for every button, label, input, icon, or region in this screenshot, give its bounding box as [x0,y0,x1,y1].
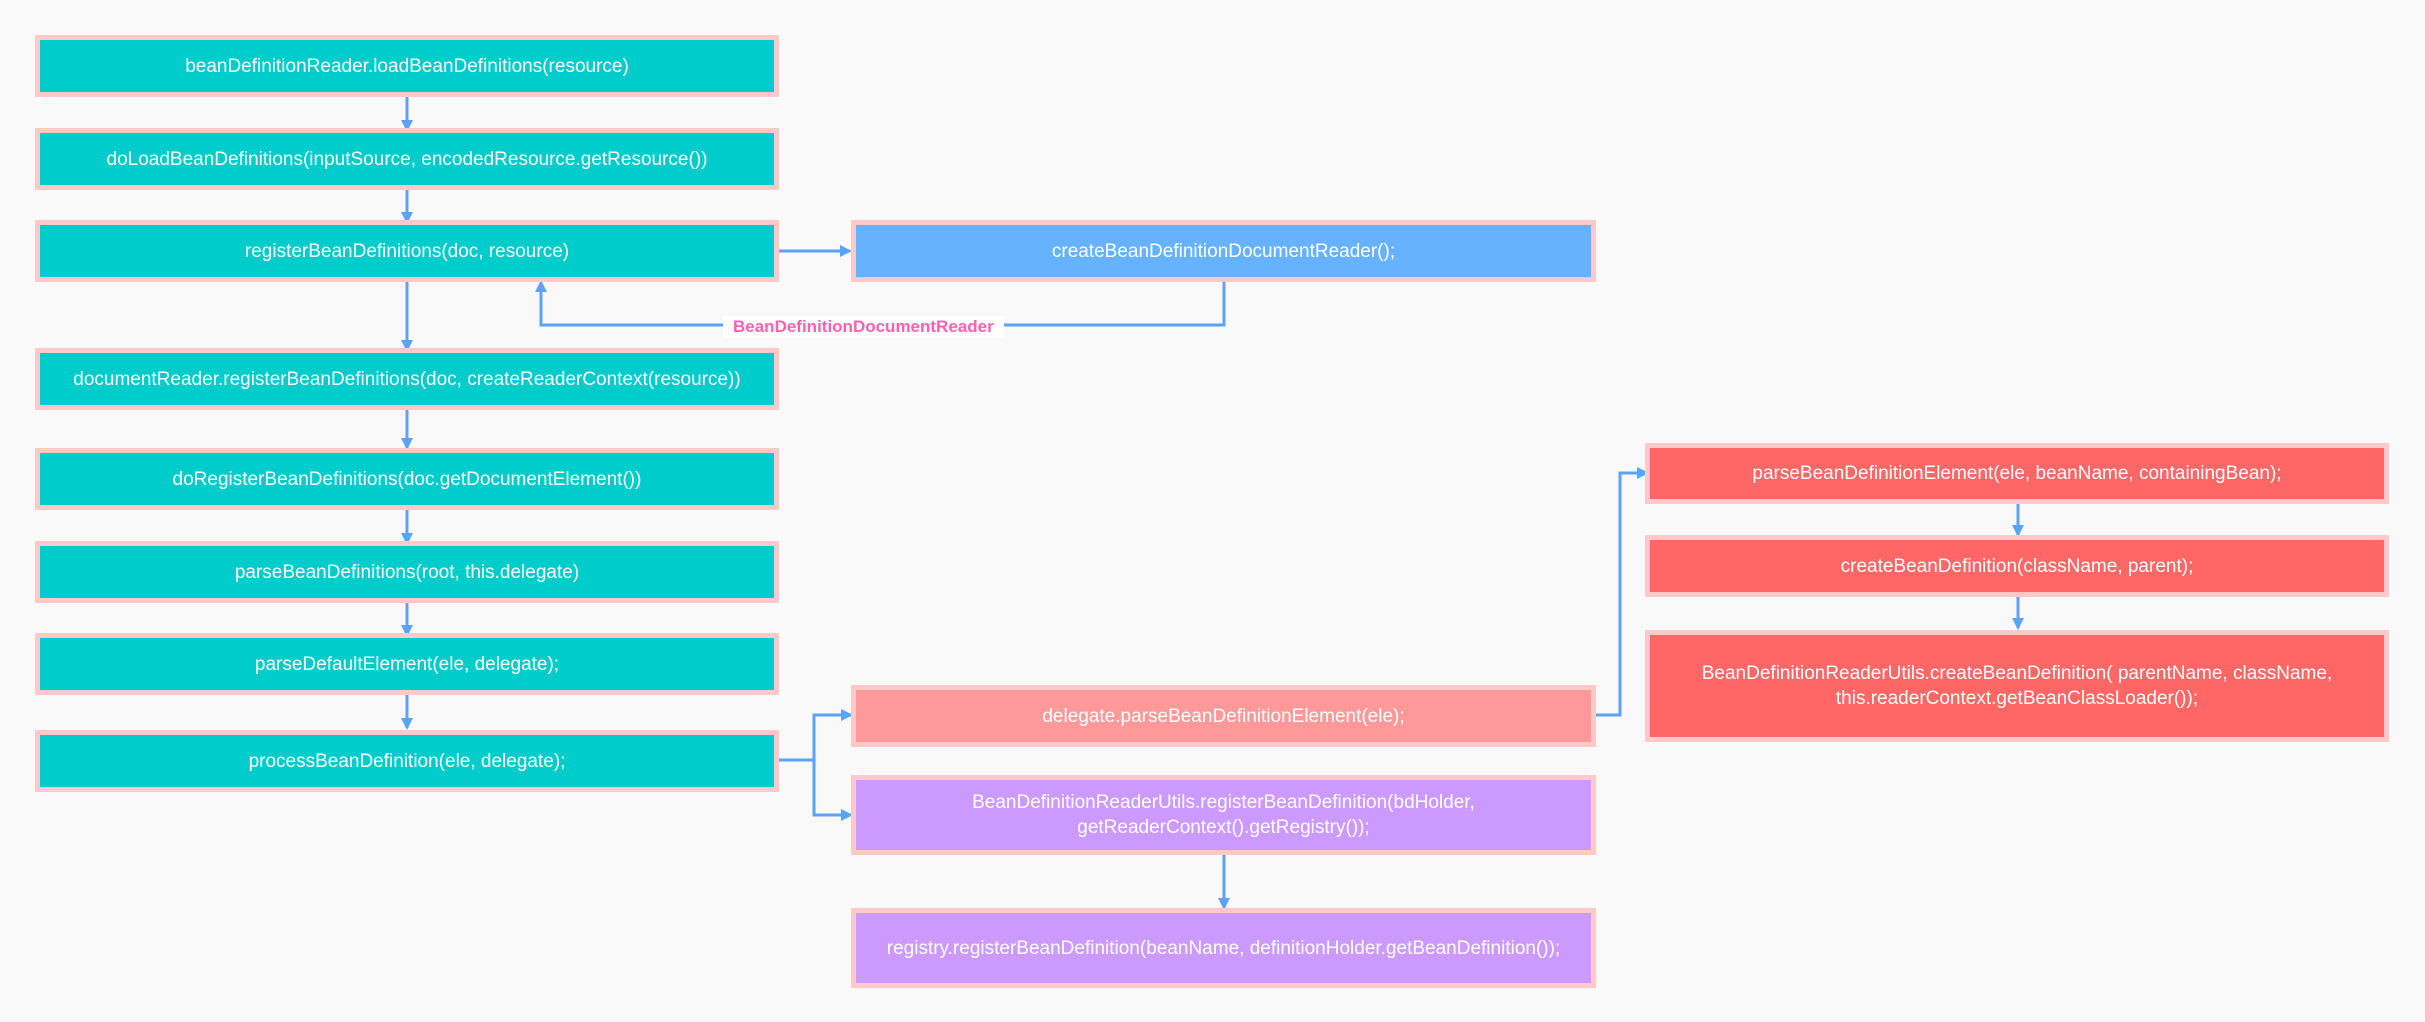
node-parse-default-element[interactable]: parseDefaultElement(ele, delegate); [35,633,779,695]
node-create-bean-definition[interactable]: createBeanDefinition(className, parent); [1645,535,2389,597]
node-process-bean-definition[interactable]: processBeanDefinition(ele, delegate); [35,730,779,792]
node-do-register-bean-definitions[interactable]: doRegisterBeanDefinitions(doc.getDocumen… [35,448,779,510]
node-register-bean-definitions[interactable]: registerBeanDefinitions(doc, resource) [35,220,779,282]
node-text: registerBeanDefinitions(doc, resource) [244,240,570,262]
node-text: delegate.parseBeanDefinitionElement(ele)… [1042,705,1405,727]
node-text: BeanDefinitionReaderUtils.createBeanDefi… [1701,663,2333,709]
node-text: registry.registerBeanDefinition(beanName… [886,937,1561,959]
node-parse-bean-definitions[interactable]: parseBeanDefinitions(root, this.delegate… [35,541,779,603]
node-text: documentReader.registerBeanDefinitions(d… [73,368,741,390]
node-text: beanDefinitionReader.loadBeanDefinitions… [185,55,629,77]
edge-delegateparse-to-parseelement [1594,467,1649,717]
node-delegate-parse-element[interactable]: delegate.parseBeanDefinitionElement(ele)… [851,685,1596,747]
node-text: doRegisterBeanDefinitions(doc.getDocumen… [172,468,642,490]
edge-label-document-reader: BeanDefinitionDocumentReader [723,316,1004,338]
node-text: parseBeanDefinitionElement(ele, beanName… [1752,463,2282,484]
node-text: BeanDefinitionReaderUtils.registerBeanDe… [972,792,1475,838]
node-load-bean-definitions[interactable]: beanDefinitionReader.loadBeanDefinitions… [35,35,779,97]
node-utils-register-bean-definition[interactable]: BeanDefinitionReaderUtils.registerBeanDe… [851,775,1596,855]
node-document-reader-register[interactable]: documentReader.registerBeanDefinitions(d… [35,348,779,410]
node-utils-create-bean-definition[interactable]: BeanDefinitionReaderUtils.createBeanDefi… [1645,630,2389,742]
node-text: createBeanDefinitionDocumentReader(); [1051,240,1396,262]
node-text: doLoadBeanDefinitions(inputSource, encod… [106,148,708,170]
edge-process-to-delegateparse [777,709,853,762]
node-registry-register-bean-definition[interactable]: registry.registerBeanDefinition(beanName… [851,908,1596,988]
node-text: parseBeanDefinitions(root, this.delegate… [234,561,580,583]
node-parse-bean-definition-element[interactable]: parseBeanDefinitionElement(ele, beanName… [1645,443,2389,504]
node-create-document-reader[interactable]: createBeanDefinitionDocumentReader(); [851,220,1596,282]
node-text: processBeanDefinition(ele, delegate); [248,750,566,772]
edge-process-to-utilsregister [777,758,853,821]
node-do-load-bean-definitions[interactable]: doLoadBeanDefinitions(inputSource, encod… [35,128,779,190]
node-text: createBeanDefinition(className, parent); [1840,555,2194,577]
node-text: parseDefaultElement(ele, delegate); [254,653,560,675]
